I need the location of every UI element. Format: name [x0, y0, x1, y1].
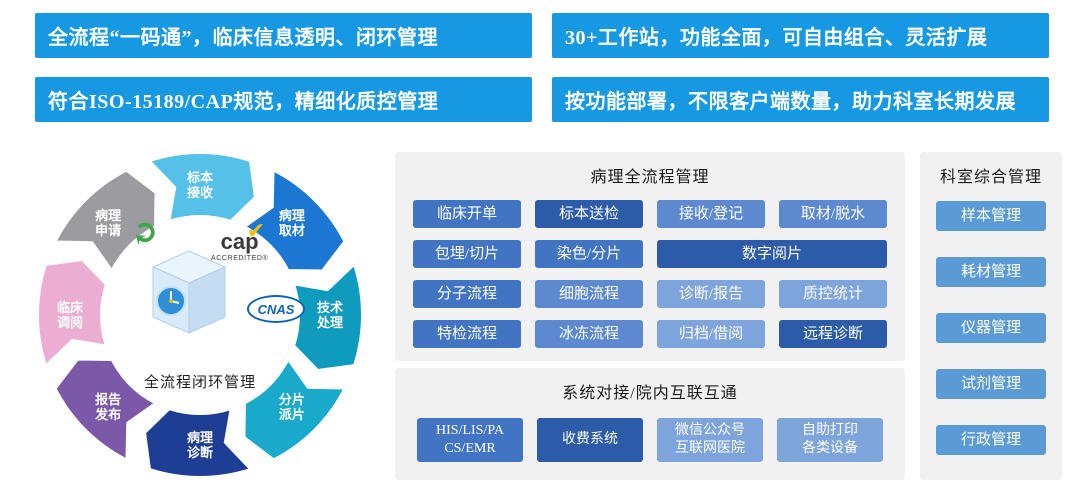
- process-button: 分子流程: [413, 280, 521, 308]
- interconnect-panel-title: 系统对接/院内互联互通: [562, 385, 738, 402]
- cycle-segment: [54, 358, 157, 461]
- cycle-segment-label: 病理诊断: [187, 430, 213, 460]
- cycle-segment: [37, 259, 108, 367]
- banner-workstations: 30+工作站，功能全面，可自由组合、灵活扩展: [552, 13, 1049, 58]
- process-button: 临床开单: [413, 200, 521, 228]
- process-button: 染色/分片: [535, 240, 643, 268]
- interconnect-button-line: 自助打印: [802, 422, 858, 438]
- process-button: 细胞流程: [535, 280, 643, 308]
- cycle-center-label: 全流程闭环管理: [143, 375, 256, 391]
- process-button: 冰冻流程: [535, 320, 643, 348]
- dept-button: 样本管理: [936, 201, 1046, 231]
- process-panel-title: 病理全流程管理: [590, 169, 710, 186]
- cycle-segment: [148, 152, 256, 223]
- cap-logo-subtext: ACCREDITED®: [211, 255, 269, 262]
- dept-button: 行政管理: [936, 425, 1046, 455]
- cycle-segment-label: 临床调阅: [57, 300, 84, 330]
- process-button: 接收/登记: [657, 200, 765, 228]
- banner-closed-loop: 全流程“一码通”，临床信息透明、闭环管理: [35, 13, 532, 58]
- interconnect-button-line: HIS/LIS/PA: [436, 422, 504, 438]
- dept-panel-title: 科室综合管理: [939, 169, 1042, 186]
- cycle-segment-label: 标本接收: [186, 170, 214, 200]
- interconnect-button: HIS/LIS/PA CS/EMR: [417, 418, 523, 462]
- cnas-logo: CNAS: [247, 295, 305, 323]
- process-button: 特检流程: [413, 320, 521, 348]
- interconnect-panel: 系统对接/院内互联互通 HIS/LIS/PA CS/EMR 收费系统 微信公众号互联网…: [395, 368, 905, 480]
- process-button: 数字阅片: [657, 240, 887, 268]
- cube-clock-icon: [151, 250, 227, 334]
- cycle-segment-label: 病理申请: [95, 208, 121, 238]
- cycle-segment: [292, 263, 363, 371]
- cap-accredited-logo: cap ✔ ACCREDITED®: [211, 220, 269, 263]
- process-button: 包埋/切片: [413, 240, 521, 268]
- interconnect-button-line: CS/EMR: [444, 441, 496, 456]
- cap-logo-word: cap: [220, 229, 259, 254]
- dept-button: 耗材管理: [936, 257, 1046, 287]
- interconnect-button: 微信公众号互联网医院: [657, 418, 763, 462]
- banner-deployment: 按功能部署，不限客户端数量，助力科室长期发展: [552, 77, 1049, 122]
- process-button: 归档/借阅: [657, 320, 765, 348]
- dept-button: 试剂管理: [936, 369, 1046, 399]
- process-button: 远程诊断: [779, 320, 887, 348]
- process-panel: 病理全流程管理 临床开单标本送检接收/登记取材/脱水包埋/切片染色/分片数字阅片…: [395, 152, 905, 361]
- cycle-segment-label: 技术处理: [316, 300, 343, 330]
- interconnect-button: 收费系统: [537, 418, 643, 462]
- cycle-diagram: 标本接收病理取材技术处理分片派片病理诊断报告发布临床调阅病理申请 ↻ cap ✔…: [25, 145, 375, 485]
- cycle-segment-label: 分片派片: [279, 392, 305, 422]
- interconnect-button-line: 互联网医院: [675, 441, 745, 456]
- interconnect-button-line: 微信公众号: [675, 422, 745, 438]
- cycle-segment: [243, 169, 346, 272]
- interconnect-button-line: 收费系统: [562, 431, 618, 447]
- cycle-segment: [54, 169, 157, 272]
- banner-iso-cap: 符合ISO-15189/CAP规范，精细化质控管理: [35, 77, 532, 122]
- cycle-segment: [243, 358, 346, 461]
- dept-button-list: 样本管理耗材管理仪器管理试剂管理行政管理: [936, 201, 1046, 455]
- interconnect-button: 自助打印各类设备: [777, 418, 883, 462]
- dept-button: 仪器管理: [936, 313, 1046, 343]
- cap-check-icon: ✔: [246, 218, 266, 243]
- process-button: 质控统计: [779, 280, 887, 308]
- process-button: 标本送检: [535, 200, 643, 228]
- cycle-segment: [144, 407, 252, 478]
- process-button-grid: 临床开单标本送检接收/登记取材/脱水包埋/切片染色/分片数字阅片分子流程细胞流程…: [413, 200, 887, 348]
- cycle-segment-label: 报告发布: [94, 392, 121, 422]
- interconnect-button-line: 各类设备: [802, 441, 858, 456]
- dept-panel: 科室综合管理 样本管理耗材管理仪器管理试剂管理行政管理: [920, 152, 1062, 480]
- process-button: 诊断/报告: [657, 280, 765, 308]
- process-button: 取材/脱水: [779, 200, 887, 228]
- cycle-segment-label: 病理取材: [279, 208, 305, 238]
